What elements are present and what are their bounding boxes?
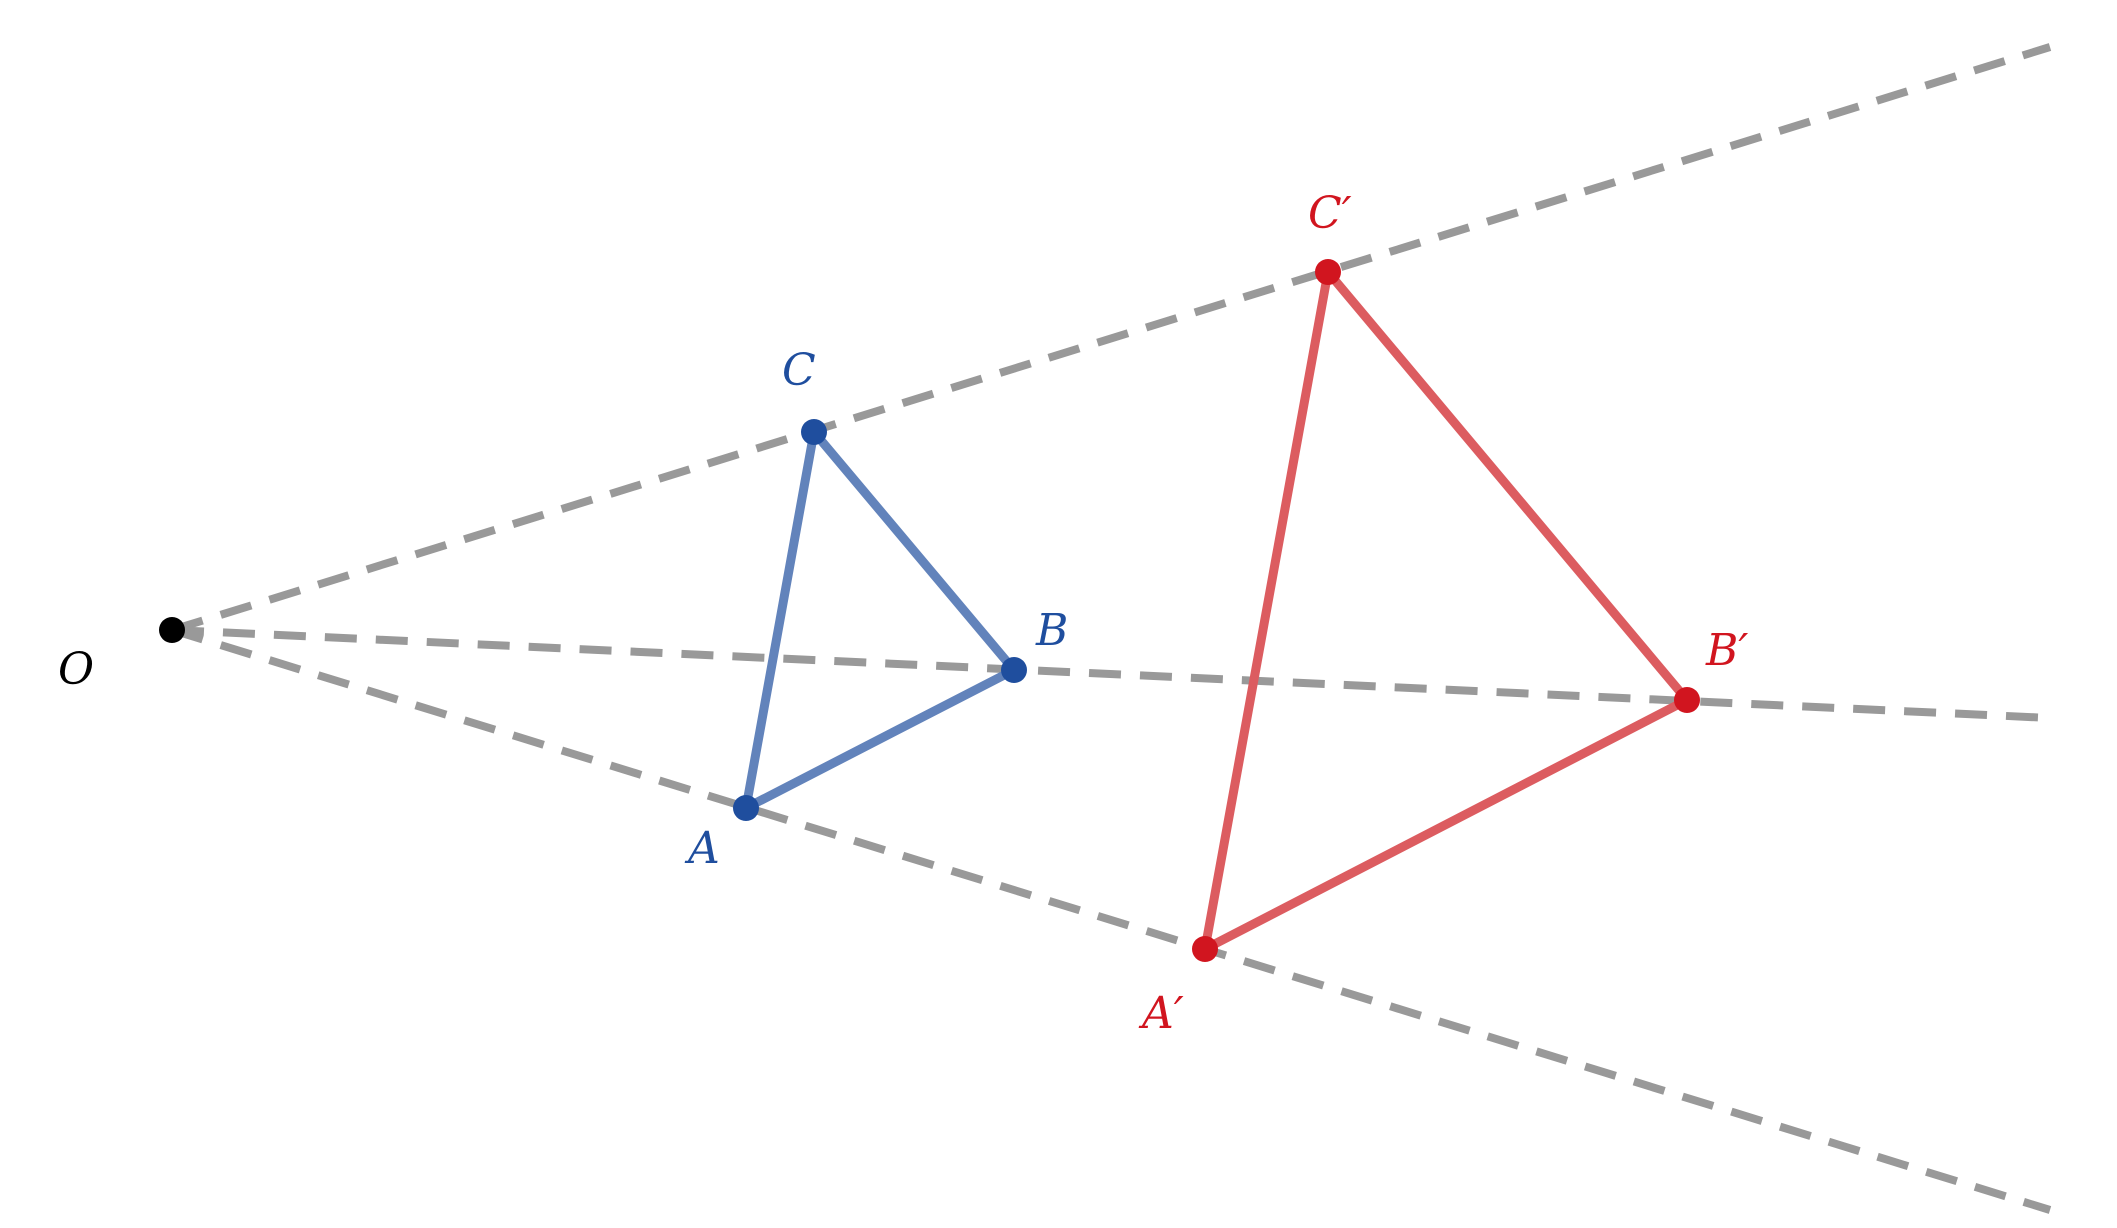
label-b: B [1035,605,1068,656]
point-c-prime [1315,259,1341,285]
label-c: C [782,345,816,396]
point-b [1001,657,1027,683]
points [159,259,1700,962]
edge-bc [809,427,1019,675]
label-a-prime: A′ [1138,988,1184,1039]
point-a [733,795,759,821]
edge-a-prime-b-prime [1200,695,1692,954]
point-b-prime [1674,687,1700,713]
edge-ab [741,665,1019,813]
edge-c-prime-a-prime [1200,267,1333,954]
triangle-abc [741,427,1019,813]
edge-ca [741,427,819,813]
point-o [159,617,185,643]
ray-through-C [170,43,2052,634]
label-a: A [684,823,720,874]
point-a-prime [1192,936,1218,962]
label-b-prime: B′ [1705,625,1748,676]
label-o: O [58,644,94,695]
label-c-prime: C′ [1308,188,1352,239]
rays [170,43,2052,1214]
edge-b-prime-c-prime [1323,267,1692,705]
ray-through-A [170,626,2052,1214]
point-labels: O A B C A′ B′ C′ [58,188,1748,1039]
ray-through-B [171,626,2051,722]
point-c [801,419,827,445]
triangle-abc-image [1200,267,1692,954]
